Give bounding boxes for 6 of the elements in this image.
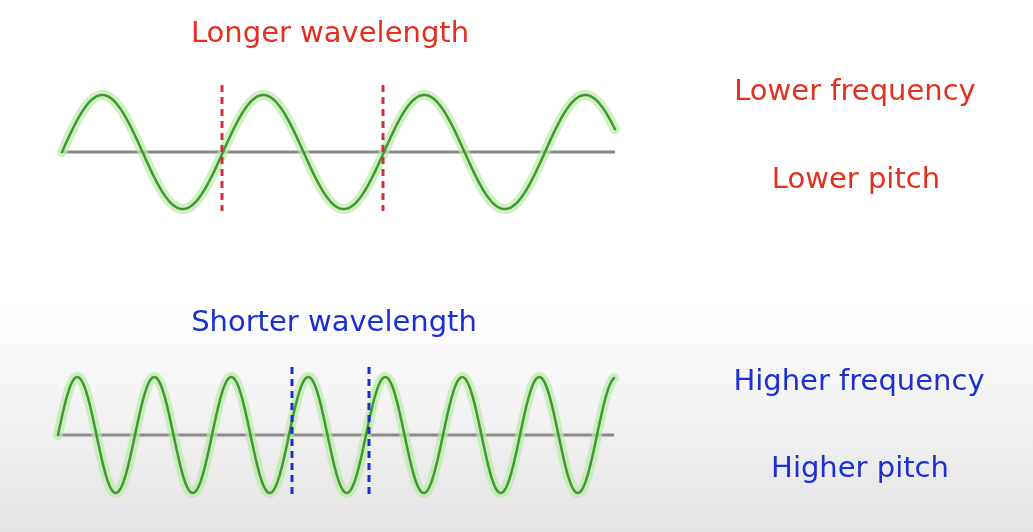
frequency-label: Higher frequency bbox=[733, 365, 985, 395]
wave-heading: Shorter wavelength bbox=[191, 306, 477, 336]
wave-heading: Longer wavelength bbox=[190, 17, 470, 47]
pitch-label: Higher pitch bbox=[771, 452, 949, 482]
frequency-label: Lower frequency bbox=[734, 75, 976, 105]
pitch-label: Lower pitch bbox=[771, 163, 941, 193]
